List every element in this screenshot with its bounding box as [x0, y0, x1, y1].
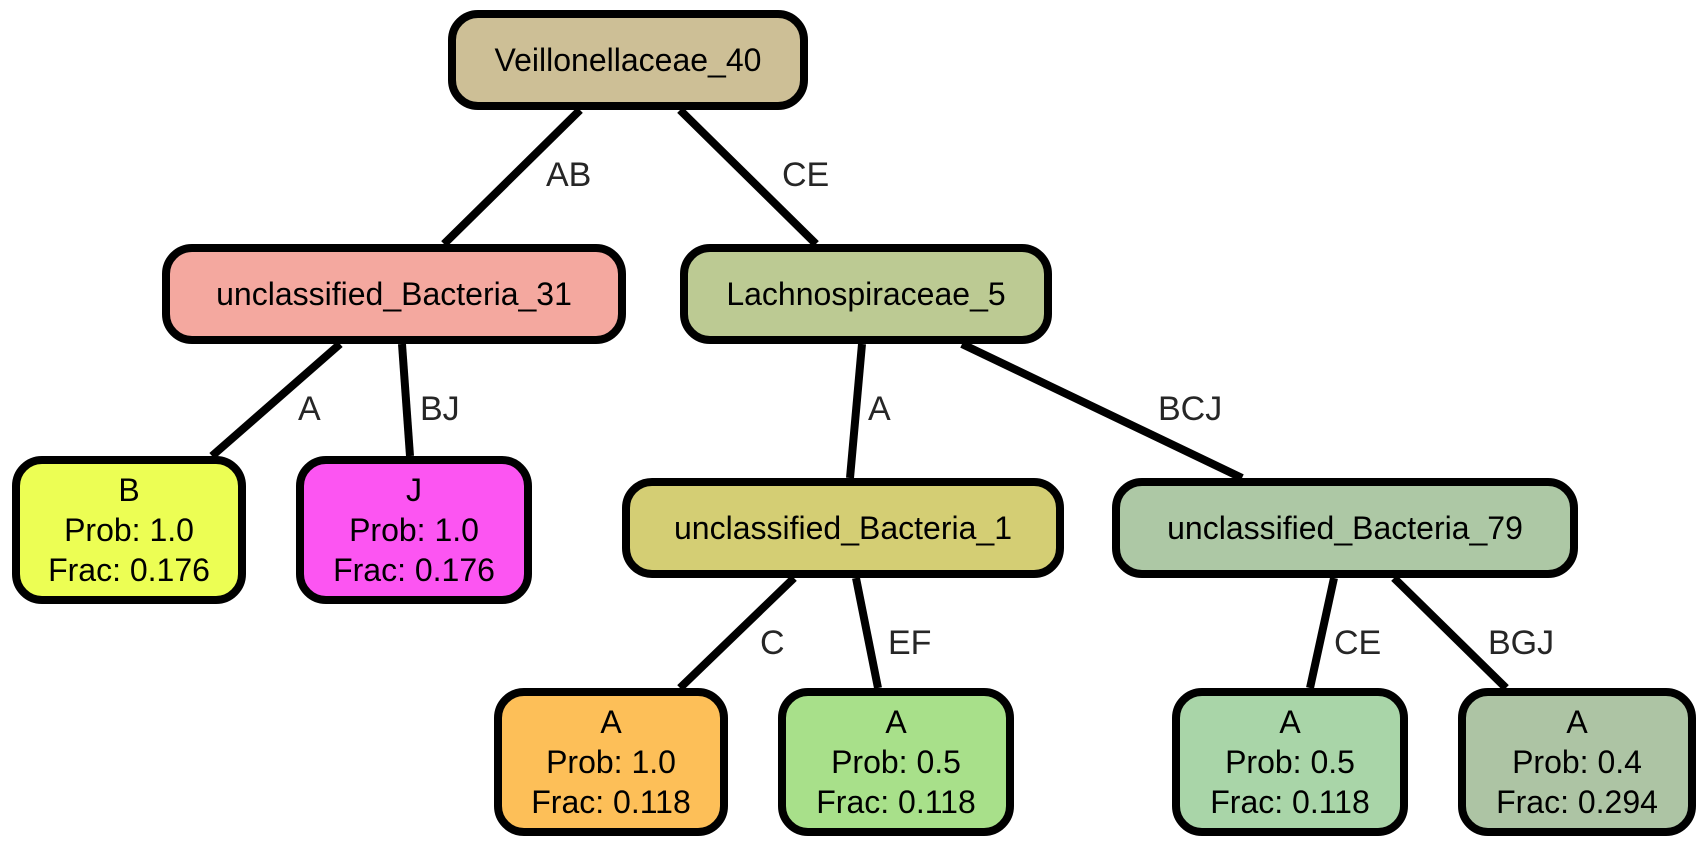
- node-title: unclassified_Bacteria_31: [216, 276, 572, 312]
- edge-n_ub31-n_j: [398, 343, 414, 457]
- edge-label: CE: [782, 156, 829, 194]
- edge-label: CE: [1334, 624, 1381, 662]
- edge-n_ub31-n_b: [209, 340, 343, 460]
- node-stat: Frac: 0.176: [333, 552, 495, 588]
- node-box: [162, 244, 626, 344]
- node-title: unclassified_Bacteria_79: [1167, 510, 1523, 546]
- edge-n_ub1-n_a1: [677, 575, 797, 691]
- node-box: [1112, 478, 1578, 578]
- edge-label: BGJ: [1488, 624, 1554, 662]
- node-title: unclassified_Bacteria_1: [674, 510, 1012, 546]
- node-title: A: [600, 704, 622, 740]
- edge-n_ub79-n_a4: [1391, 575, 1509, 691]
- edge-label: BJ: [420, 390, 460, 428]
- edge-n_lach5-n_ub1: [846, 343, 866, 479]
- edge-label: AB: [546, 156, 591, 194]
- edge-n_root-n_lach5: [677, 107, 819, 247]
- nodes-layer: Veillonellaceae_40 unclassified_Bacteria_…: [12, 10, 1696, 836]
- node-title: A: [885, 704, 907, 740]
- node-box: [12, 456, 246, 604]
- node-box: [680, 244, 1052, 344]
- node-stat: Prob: 0.5: [831, 744, 961, 780]
- node-box: [1172, 688, 1408, 836]
- node-title: A: [1566, 704, 1588, 740]
- node-n_ub79: unclassified_Bacteria_79: [1112, 478, 1578, 578]
- edge-label: EF: [888, 624, 931, 662]
- node-box: [494, 688, 728, 836]
- node-box: [778, 688, 1014, 836]
- node-stat: Prob: 1.0: [349, 512, 479, 548]
- node-stat: Prob: 1.0: [64, 512, 194, 548]
- node-box: [296, 456, 532, 604]
- edge-label: A: [868, 390, 891, 428]
- node-stat: Frac: 0.118: [816, 784, 975, 820]
- node-box: [1458, 688, 1696, 836]
- node-title: Veillonellaceae_40: [495, 42, 762, 78]
- node-stat: Prob: 0.4: [1512, 744, 1642, 780]
- edge-label: A: [298, 390, 321, 428]
- node-n_lach5: Lachnospiraceae_5: [680, 244, 1052, 344]
- node-n_ub31: unclassified_Bacteria_31: [162, 244, 626, 344]
- node-stat: Prob: 0.5: [1225, 744, 1355, 780]
- edge-labels-layer: AB CE A BJ A BCJ C EF CE BGJ: [298, 156, 1554, 662]
- edges-layer: [209, 107, 1509, 691]
- node-title: Lachnospiraceae_5: [726, 276, 1005, 312]
- node-title: A: [1279, 704, 1301, 740]
- node-stat: Frac: 0.294: [1496, 784, 1658, 820]
- edge-label: BCJ: [1158, 390, 1222, 428]
- node-title: J: [406, 472, 422, 508]
- node-box: [448, 10, 808, 110]
- edge-n_lach5-n_ub79: [960, 340, 1244, 482]
- node-stat: Frac: 0.118: [1210, 784, 1369, 820]
- node-box: [622, 478, 1064, 578]
- node-title: B: [118, 472, 139, 508]
- edge-label: C: [760, 624, 785, 662]
- node-stat: Frac: 0.118: [531, 784, 690, 820]
- node-stat: Prob: 1.0: [546, 744, 676, 780]
- edge-n_ub1-n_a2: [852, 577, 882, 689]
- node-stat: Frac: 0.176: [48, 552, 210, 588]
- edge-n_root-n_ub31: [441, 107, 583, 247]
- node-n_root: Veillonellaceae_40: [448, 10, 808, 110]
- node-n_ub1: unclassified_Bacteria_1: [622, 478, 1064, 578]
- edge-n_ub79-n_a3: [1306, 577, 1338, 689]
